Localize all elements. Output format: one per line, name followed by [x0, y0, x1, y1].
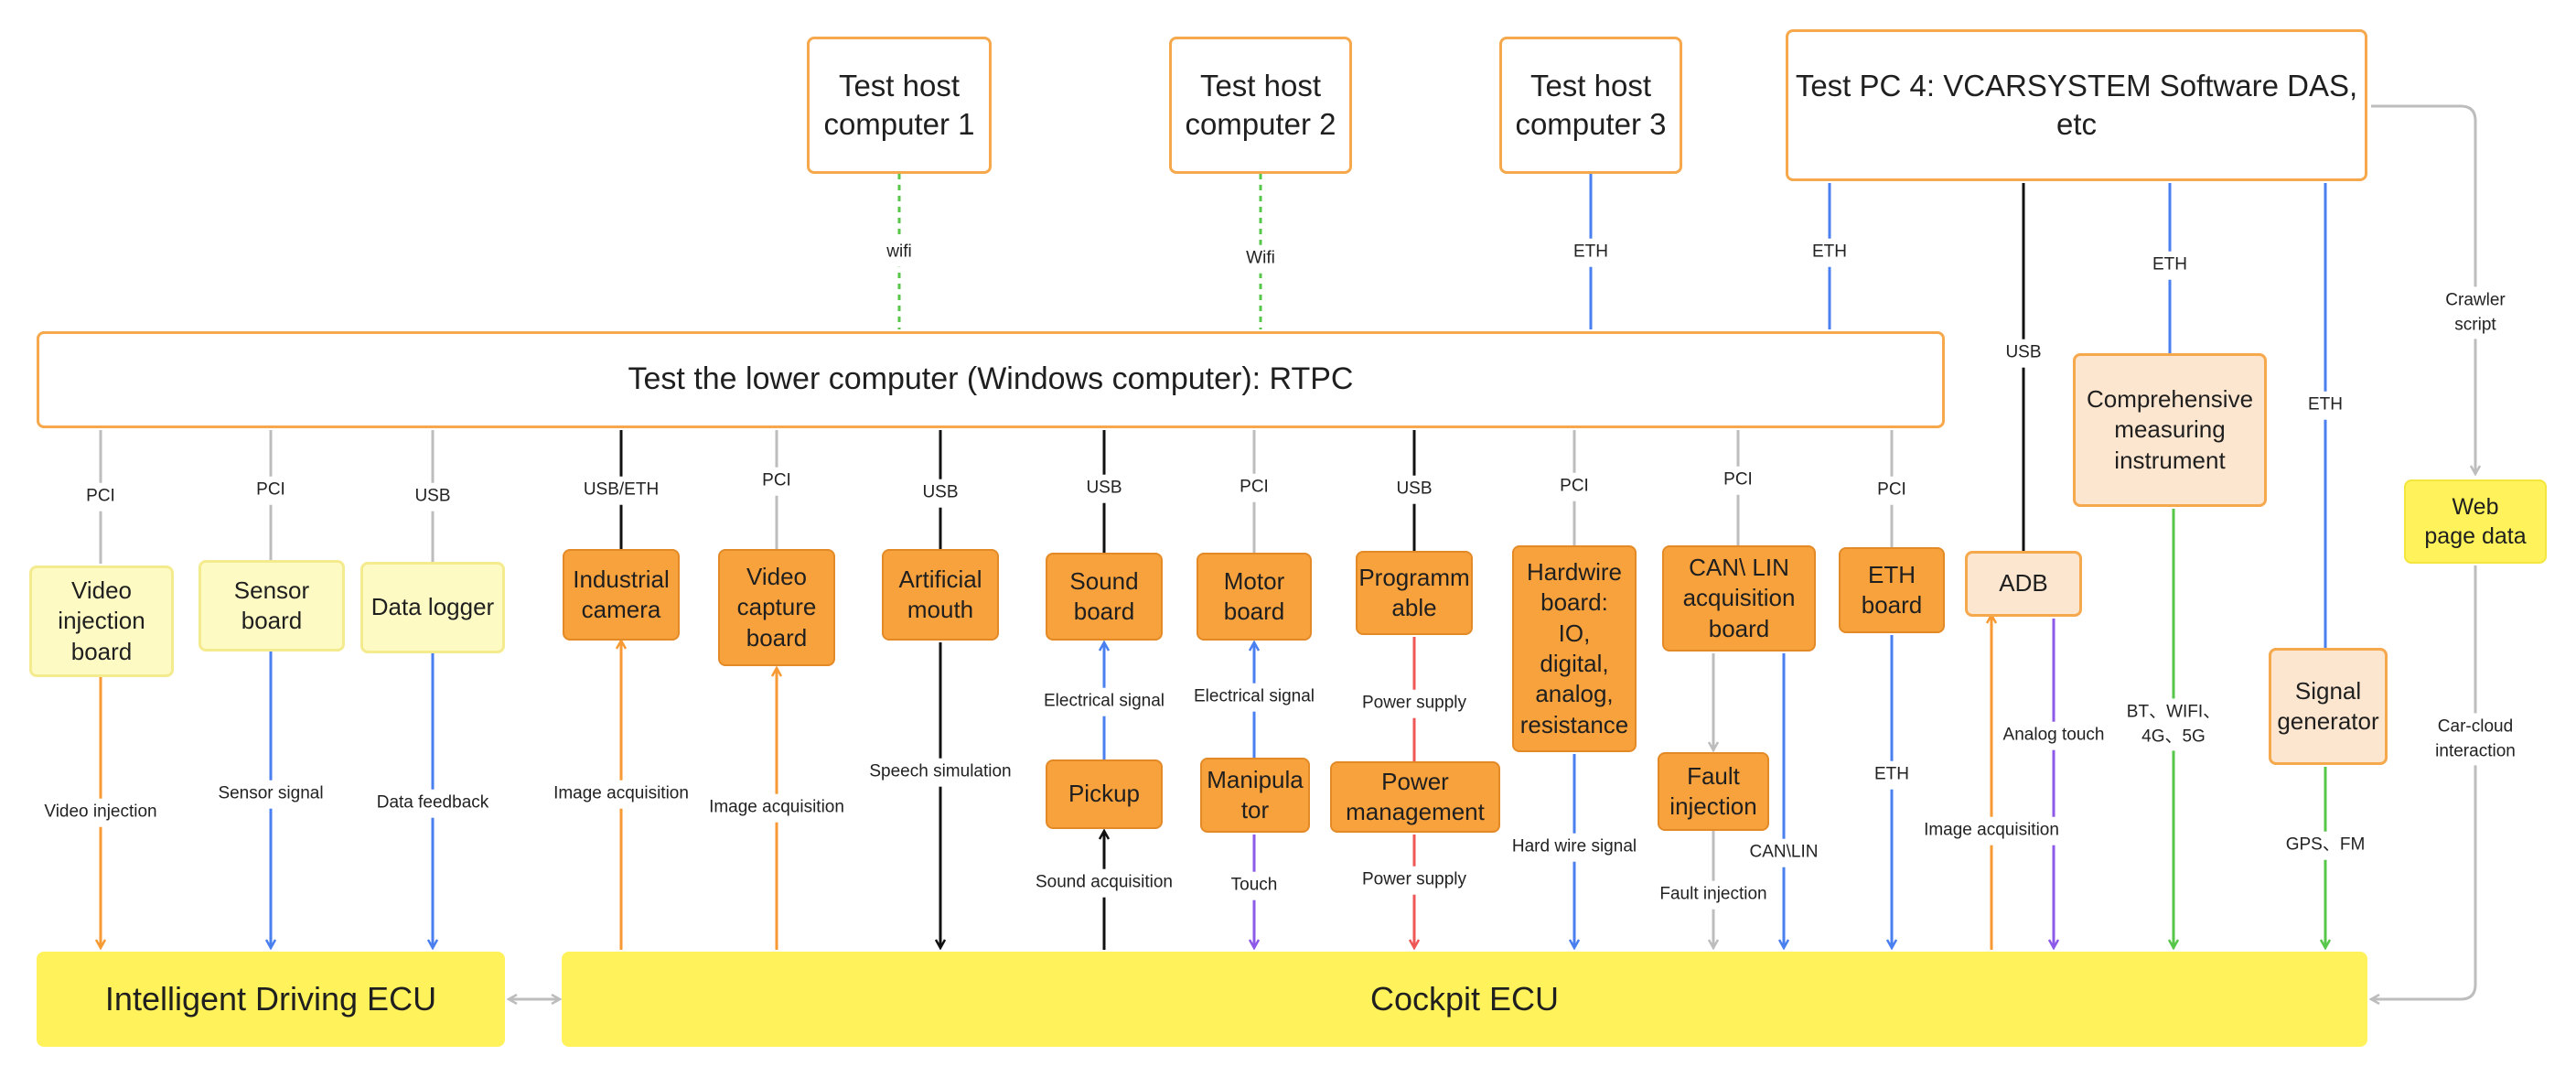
label-image-acq-adb: Image acquisition	[1920, 816, 2063, 845]
label-fault-injection: Fault injection	[1656, 880, 1771, 910]
label-pci-video-injection: PCI	[82, 482, 119, 512]
label-pci-hardwire: PCI	[1556, 472, 1593, 501]
label-video-injection: Video injection	[40, 798, 161, 827]
label-gps-fm: GPS、FM	[2281, 831, 2369, 860]
label-eth-pc4: ETH	[1809, 238, 1851, 267]
sound-board: Sound board	[1046, 553, 1163, 641]
data-logger: Data logger	[360, 562, 505, 653]
video-capture-board: Video capture board	[718, 549, 835, 666]
label-touch: Touch	[1227, 871, 1282, 900]
label-usb-sound: USB	[1082, 474, 1126, 503]
label-wifi-host1: wifi	[883, 238, 916, 267]
sensor-board: Sensor board	[199, 560, 345, 652]
eth-board: ETH board	[1839, 547, 1945, 633]
adb-box: ADB	[1965, 551, 2082, 617]
fault-injection-box: Fault injection	[1658, 752, 1769, 831]
label-sensor-signal: Sensor signal	[214, 780, 327, 809]
label-eth-host3: ETH	[1570, 238, 1612, 267]
label-image-acq-camera: Image acquisition	[550, 780, 692, 809]
label-electrical-signal-motor: Electrical signal	[1190, 683, 1318, 712]
label-pci-motor: PCI	[1236, 473, 1272, 502]
test-pc-4: Test PC 4: VCARSYSTEM Software DAS, etc	[1786, 29, 2367, 181]
industrial-camera: Industrial camera	[563, 549, 680, 641]
programmable: Programm able	[1356, 551, 1473, 635]
label-pci-eth: PCI	[1873, 476, 1910, 505]
comprehensive-measuring-instrument: Comprehensive measuring instrument	[2073, 353, 2267, 507]
test-host-computer-2: Test host computer 2	[1169, 37, 1352, 174]
signal-generator: Signal generator	[2269, 648, 2388, 765]
artificial-mouth: Artificial mouth	[882, 549, 999, 641]
label-eth-board-link: ETH	[1871, 760, 1913, 790]
label-can-lin: CAN\LIN	[1745, 838, 1822, 867]
label-image-acq-capture: Image acquisition	[705, 793, 848, 823]
motor-board: Motor board	[1197, 553, 1312, 641]
label-usb-programmable: USB	[1392, 475, 1436, 504]
label-usb-mouth: USB	[918, 479, 962, 508]
label-electrical-signal-sound: Electrical signal	[1040, 687, 1168, 716]
label-pci-capture: PCI	[758, 467, 795, 496]
web-page-data: Web page data	[2404, 479, 2547, 564]
can-lin-acquisition-board: CAN\ LIN acquisition board	[1662, 545, 1816, 652]
test-host-computer-1: Test host computer 1	[807, 37, 992, 174]
manipulator: Manipula tor	[1200, 758, 1310, 833]
label-hard-wire-signal: Hard wire signal	[1508, 833, 1641, 862]
label-data-feedback: Data feedback	[372, 789, 493, 818]
rtpc-box: Test the lower computer (Windows compute…	[37, 331, 1945, 428]
label-eth-signal: ETH	[2304, 391, 2346, 420]
test-host-computer-3: Test host computer 3	[1499, 37, 1682, 174]
hardwire-board: Hardwire board: IO, digital, analog, res…	[1512, 545, 1637, 752]
power-management: Power management	[1330, 761, 1500, 833]
label-pci-sensor: PCI	[252, 476, 289, 505]
pickup: Pickup	[1046, 759, 1163, 829]
label-eth-measure: ETH	[2149, 251, 2191, 280]
label-car-cloud-interaction: Car-cloud interaction	[2431, 713, 2519, 766]
intelligent-driving-ecu: Intelligent Driving ECU	[37, 952, 505, 1047]
label-analog-touch: Analog touch	[1999, 721, 2109, 750]
crawler-link	[2371, 104, 2475, 474]
label-power-supply-lower: Power supply	[1358, 866, 1471, 895]
video-injection-board: Video injection board	[29, 565, 174, 677]
label-wifi-host2: Wifi	[1242, 244, 1279, 274]
label-power-supply-upper: Power supply	[1358, 689, 1471, 718]
cockpit-ecu: Cockpit ECU	[562, 952, 2367, 1047]
label-usbeth-camera: USB/ETH	[579, 476, 663, 505]
label-usb-logger: USB	[411, 482, 455, 512]
label-speech-simulation: Speech simulation	[865, 758, 1015, 787]
label-bt-wifi-4g-5g: BT、WIFI、 4G、5G	[2122, 698, 2225, 751]
car-cloud-link	[2371, 565, 2477, 999]
label-sound-acquisition: Sound acquisition	[1032, 868, 1176, 898]
label-pci-canlin: PCI	[1720, 466, 1756, 495]
label-usb-adb: USB	[2002, 339, 2045, 368]
label-crawler-script: Crawler script	[2442, 286, 2509, 339]
